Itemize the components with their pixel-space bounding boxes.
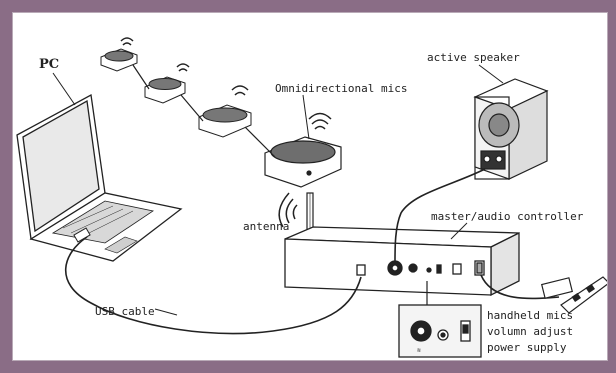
laptop-pc — [16, 93, 183, 262]
system-diagram: PC Omnidirectional mics — [16, 37, 607, 358]
usb-cable — [64, 236, 362, 335]
mic-3 — [198, 104, 252, 138]
power-strip — [540, 276, 607, 314]
active-speaker-label: active speaker — [427, 51, 520, 64]
usb-cable-label: USB cable — [95, 305, 155, 318]
mic-2 — [144, 76, 186, 104]
antenna-label: antenna — [243, 220, 289, 233]
cables — [64, 168, 560, 335]
usb-plug — [73, 227, 91, 243]
svg-text:≋: ≋ — [417, 347, 421, 354]
mic-chain-cable — [132, 64, 276, 158]
omni-mics-label: Omnidirectional mics — [275, 82, 407, 95]
detail-panel: ≋ — [398, 304, 482, 358]
diagram-frame: PC Omnidirectional mics — [12, 12, 608, 361]
mic-1 — [100, 48, 138, 72]
mic-wireless-icon — [120, 37, 332, 130]
volume-adjust-label: volumn adjust — [487, 325, 573, 338]
active-speaker — [473, 78, 549, 180]
speaker-cable — [394, 168, 486, 262]
antenna-wireless-icon — [278, 192, 298, 228]
mic-4 — [264, 136, 342, 188]
master-controller — [284, 226, 520, 297]
handheld-mics-label: handheld mics — [487, 309, 573, 322]
master-controller-label: master/audio controller — [431, 210, 584, 223]
power-supply-label: power supply — [487, 341, 567, 354]
pc-label: PC — [39, 57, 59, 72]
